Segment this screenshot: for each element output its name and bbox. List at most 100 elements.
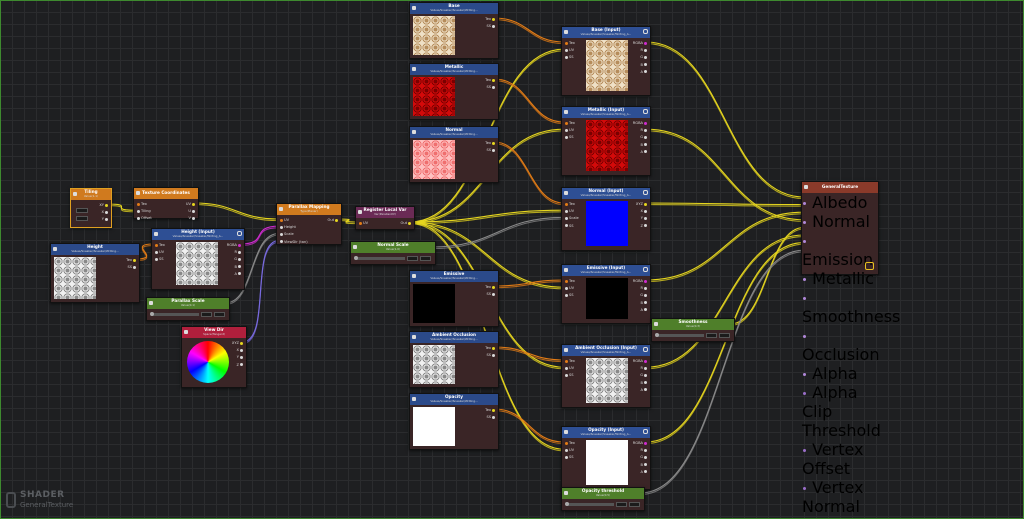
input-port-tex[interactable]: Tex	[564, 359, 575, 363]
port-dot[interactable]	[803, 278, 806, 281]
output-port-b[interactable]: B	[641, 63, 648, 67]
port-dot[interactable]	[565, 41, 568, 45]
output-port-y[interactable]: Y	[102, 217, 109, 221]
port-dot[interactable]	[492, 285, 495, 289]
output-port-v[interactable]: V	[189, 216, 196, 220]
node-emissive-input[interactable]: Emissive (Input)Values/Sneaker/Sneaker/W…	[561, 264, 651, 324]
output-port-tex[interactable]: Tex	[485, 408, 496, 412]
output-port-b[interactable]: B	[641, 381, 648, 385]
port-dot[interactable]	[644, 70, 647, 74]
port-dot[interactable]	[238, 265, 241, 269]
value-slider[interactable]	[151, 313, 199, 316]
port-dot[interactable]	[644, 463, 647, 467]
input-port-uv[interactable]: UV	[358, 221, 368, 225]
input-port-albedo[interactable]: Albedo	[802, 193, 878, 212]
port-dot[interactable]	[280, 240, 283, 244]
node-header[interactable]: Metallic (Input)Values/Sneaker/Sneaker/W…	[562, 107, 650, 118]
port-dot[interactable]	[408, 221, 411, 225]
port-dot[interactable]	[803, 373, 806, 376]
port-dot[interactable]	[644, 455, 647, 459]
output-port-r[interactable]: R	[641, 448, 649, 452]
port-dot[interactable]	[644, 373, 647, 377]
output-port-rgba[interactable]: RGBA	[633, 121, 648, 125]
input-port-emission[interactable]: Emission	[802, 231, 878, 269]
output-port-x[interactable]: X	[237, 348, 244, 352]
port-dot[interactable]	[803, 202, 806, 205]
link-icon[interactable]	[643, 29, 648, 34]
wire-alpha-clip[interactable]	[639, 251, 805, 496]
wire-metallic[interactable]	[645, 130, 805, 222]
wire-parallax-out[interactable]	[336, 220, 359, 225]
output-port-b[interactable]: B	[235, 265, 242, 269]
output-port-a[interactable]: A	[641, 70, 648, 74]
port-dot[interactable]	[155, 243, 158, 247]
port-dot[interactable]	[240, 341, 243, 345]
wire-parallax-scale[interactable]	[224, 234, 280, 306]
port-dot[interactable]	[240, 348, 243, 352]
wire-alpha[interactable]	[645, 242, 805, 443]
port-dot[interactable]	[280, 225, 283, 229]
port-dot[interactable]	[644, 150, 647, 154]
input-port-metallic[interactable]: Metallic	[802, 269, 878, 288]
input-port-vertex-normal[interactable]: Vertex Normal	[802, 478, 878, 516]
port-dot[interactable]	[644, 216, 647, 220]
port-dot[interactable]	[644, 308, 647, 312]
node-opacity-input[interactable]: Opacity (Input)Values/Sneaker/Sneaker/Wr…	[561, 426, 651, 490]
port-dot[interactable]	[137, 202, 140, 206]
output-port-y[interactable]: Y	[237, 355, 244, 359]
wire-tex-emissive-input[interactable]	[493, 281, 565, 289]
port-dot[interactable]	[492, 24, 495, 28]
output-port-ss[interactable]: SS	[486, 292, 496, 296]
wire-tex-base-input[interactable]	[493, 17, 565, 43]
wire-tex-opacity-input[interactable]	[493, 410, 565, 445]
port-dot[interactable]	[565, 441, 568, 445]
input-port-ss[interactable]: SS	[564, 373, 574, 377]
node-header[interactable]: Emissive (Input)Values/Sneaker/Sneaker/W…	[562, 265, 650, 276]
output-port-tex[interactable]: Tex	[485, 78, 496, 82]
output-port-out[interactable]: Out	[400, 221, 412, 225]
output-port-a[interactable]: A	[641, 150, 648, 154]
node-header[interactable]: Base (Input)Values/Sneaker/Sneaker/Writi…	[562, 27, 650, 38]
wire-occlusion[interactable]	[645, 234, 805, 368]
port-dot[interactable]	[280, 232, 283, 236]
value-field[interactable]	[407, 256, 418, 261]
port-dot[interactable]	[644, 441, 647, 445]
port-dot[interactable]	[133, 258, 136, 262]
value-field[interactable]	[201, 312, 212, 317]
node-metallic-input[interactable]: Metallic (Input)Values/Sneaker/Sneaker/W…	[561, 106, 651, 176]
output-port-a[interactable]: A	[641, 388, 648, 392]
output-port-r[interactable]: R	[641, 128, 649, 132]
output-port-a[interactable]: A	[235, 272, 242, 276]
export-icon[interactable]	[865, 262, 874, 270]
output-port-tex[interactable]: Tex	[485, 346, 496, 350]
output-port-rgba[interactable]: RGBA	[633, 441, 648, 445]
wire-alpha[interactable]	[645, 243, 805, 445]
output-port-g[interactable]: G	[640, 135, 648, 139]
input-port-offset[interactable]: Offset	[136, 216, 152, 220]
output-port-g[interactable]: G	[640, 293, 648, 297]
port-dot[interactable]	[565, 128, 568, 132]
port-dot[interactable]	[492, 415, 495, 419]
link-icon[interactable]	[643, 429, 648, 434]
output-port-g[interactable]: G	[640, 373, 648, 377]
slider-knob[interactable]	[565, 502, 569, 506]
wire-height-rgba[interactable]	[239, 225, 280, 245]
wire-texcoord-uv[interactable]	[193, 204, 280, 222]
input-port-ss[interactable]: SS	[564, 55, 574, 59]
node-base-input[interactable]: Base (Input)Values/Sneaker/Sneaker/Writi…	[561, 26, 651, 96]
node-header[interactable]: Ambient Occlusion (Input)Values/Sneaker/…	[562, 345, 650, 356]
port-dot[interactable]	[240, 355, 243, 359]
input-port-uv[interactable]: UV	[564, 209, 574, 213]
output-port-a[interactable]: A	[641, 308, 648, 312]
wire-albedo[interactable]	[645, 41, 805, 198]
